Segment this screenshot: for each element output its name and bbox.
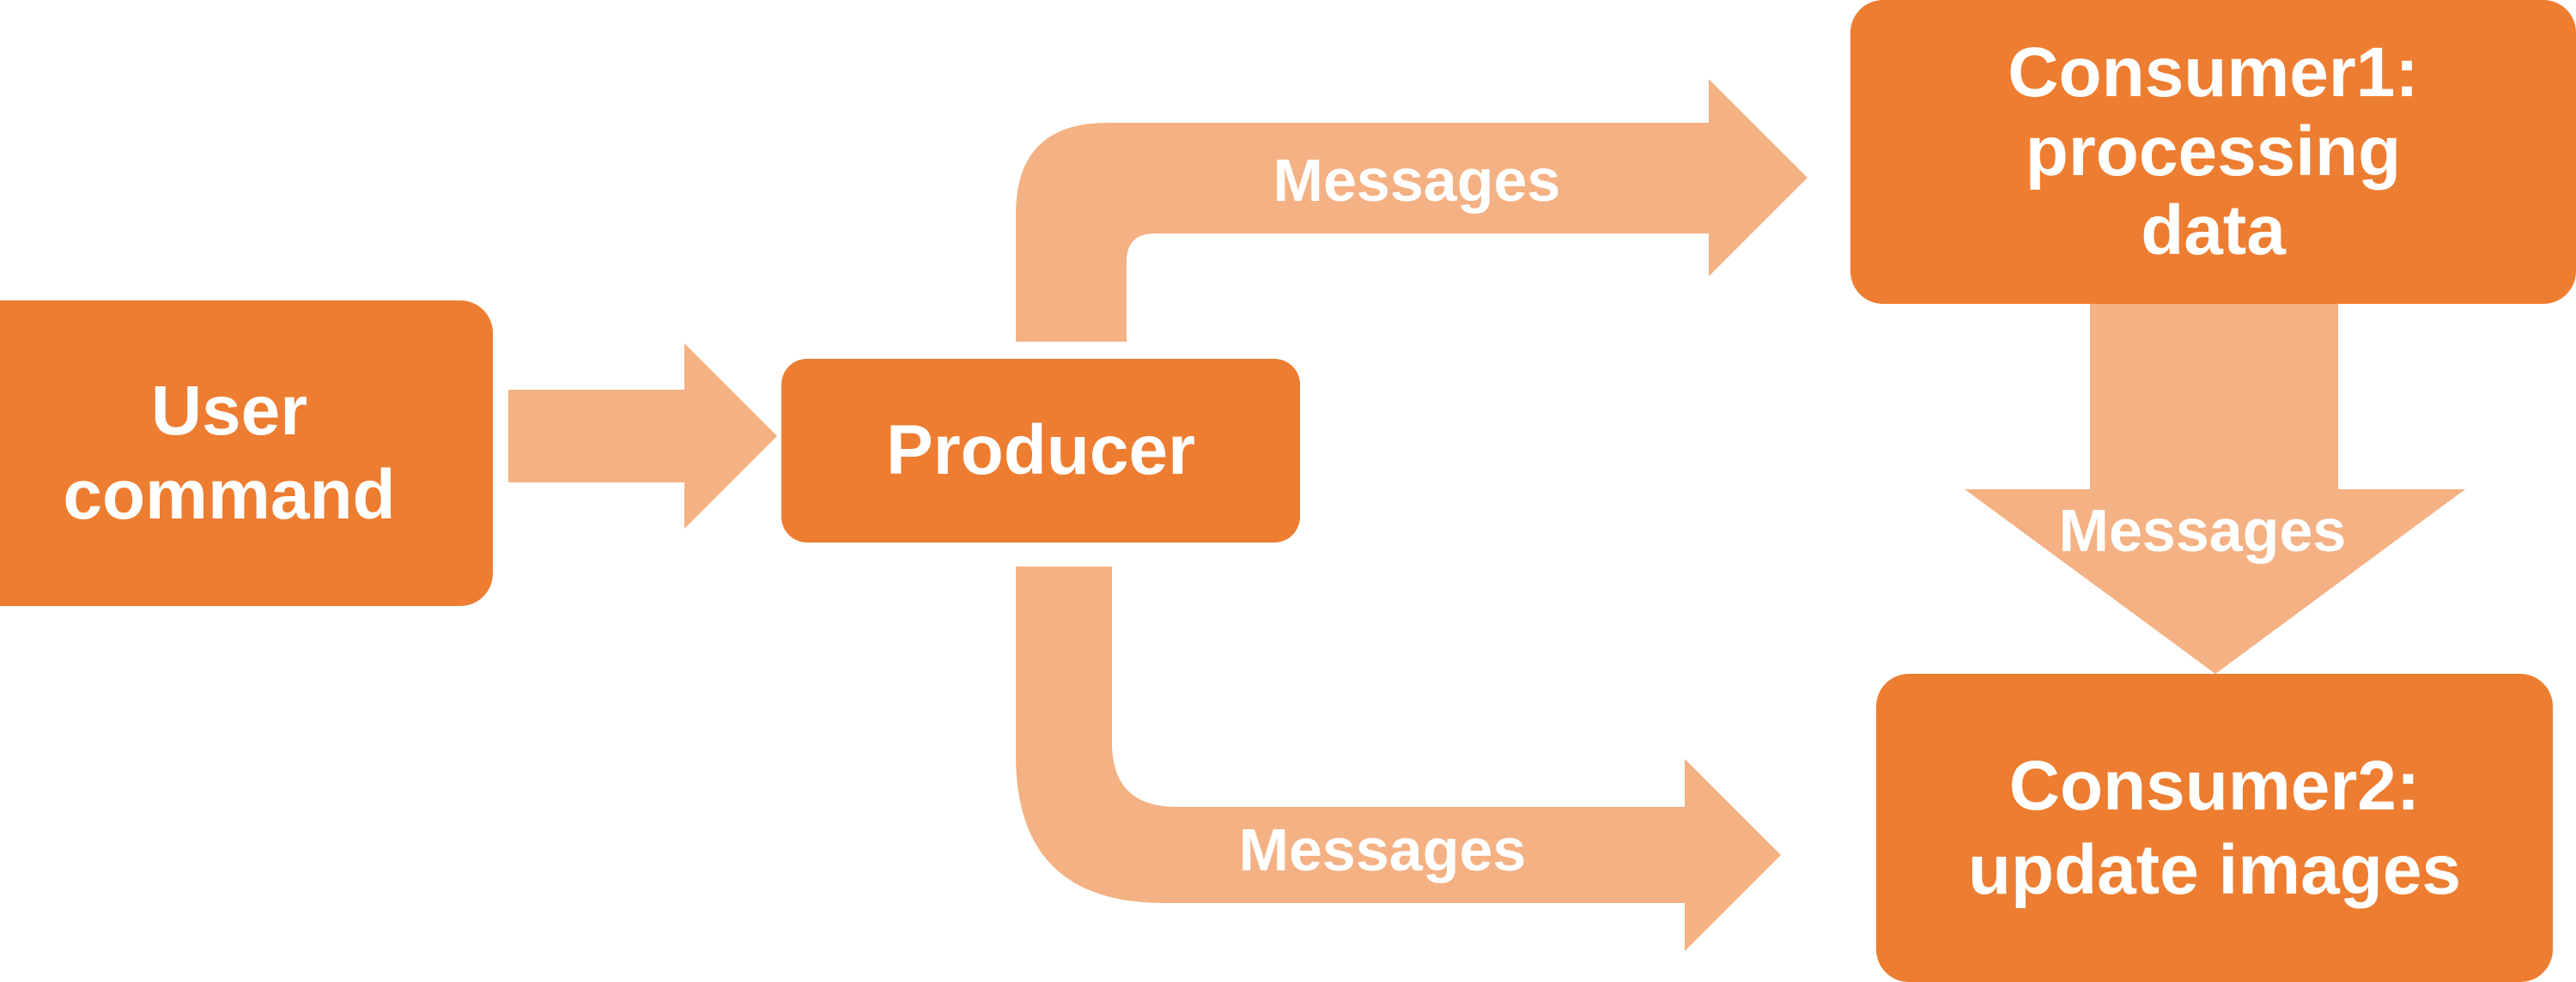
consumer1-text: Consumer1: processing data <box>2008 33 2418 270</box>
arrow-user-to-producer <box>508 343 777 529</box>
arrow-consumer1-to-consumer2 <box>1965 302 2465 674</box>
producer-node: Producer <box>781 359 1300 543</box>
consumer2-node: Consumer2: update images <box>1876 674 2553 982</box>
producer-label: Producer <box>886 411 1195 489</box>
consumer1-line2: processing <box>2025 112 2402 191</box>
consumer1-node: Consumer1: processing data <box>1850 0 2576 304</box>
messages-label-producer-to-consumer1: Messages <box>1273 147 1561 214</box>
consumer1-line1: Consumer1: <box>2008 33 2419 112</box>
user-command-line1: User <box>150 372 308 450</box>
consumer2-line2: update images <box>1967 830 2462 909</box>
arrow-producer-to-consumer1 <box>1016 79 1807 342</box>
user-command-text: User command <box>63 369 395 537</box>
messages-label-consumer1-to-consumer2: Messages <box>2058 497 2347 564</box>
user-command-node: User command <box>0 300 493 606</box>
consumer1-line3: data <box>2141 191 2286 270</box>
user-command-line2: command <box>63 456 396 534</box>
messages-label-producer-to-consumer2: Messages <box>1238 816 1527 883</box>
arrow-producer-to-consumer2 <box>1016 567 1781 951</box>
consumer2-line1: Consumer2: <box>2008 746 2421 825</box>
consumer2-text: Consumer2: update images <box>1968 744 2461 912</box>
